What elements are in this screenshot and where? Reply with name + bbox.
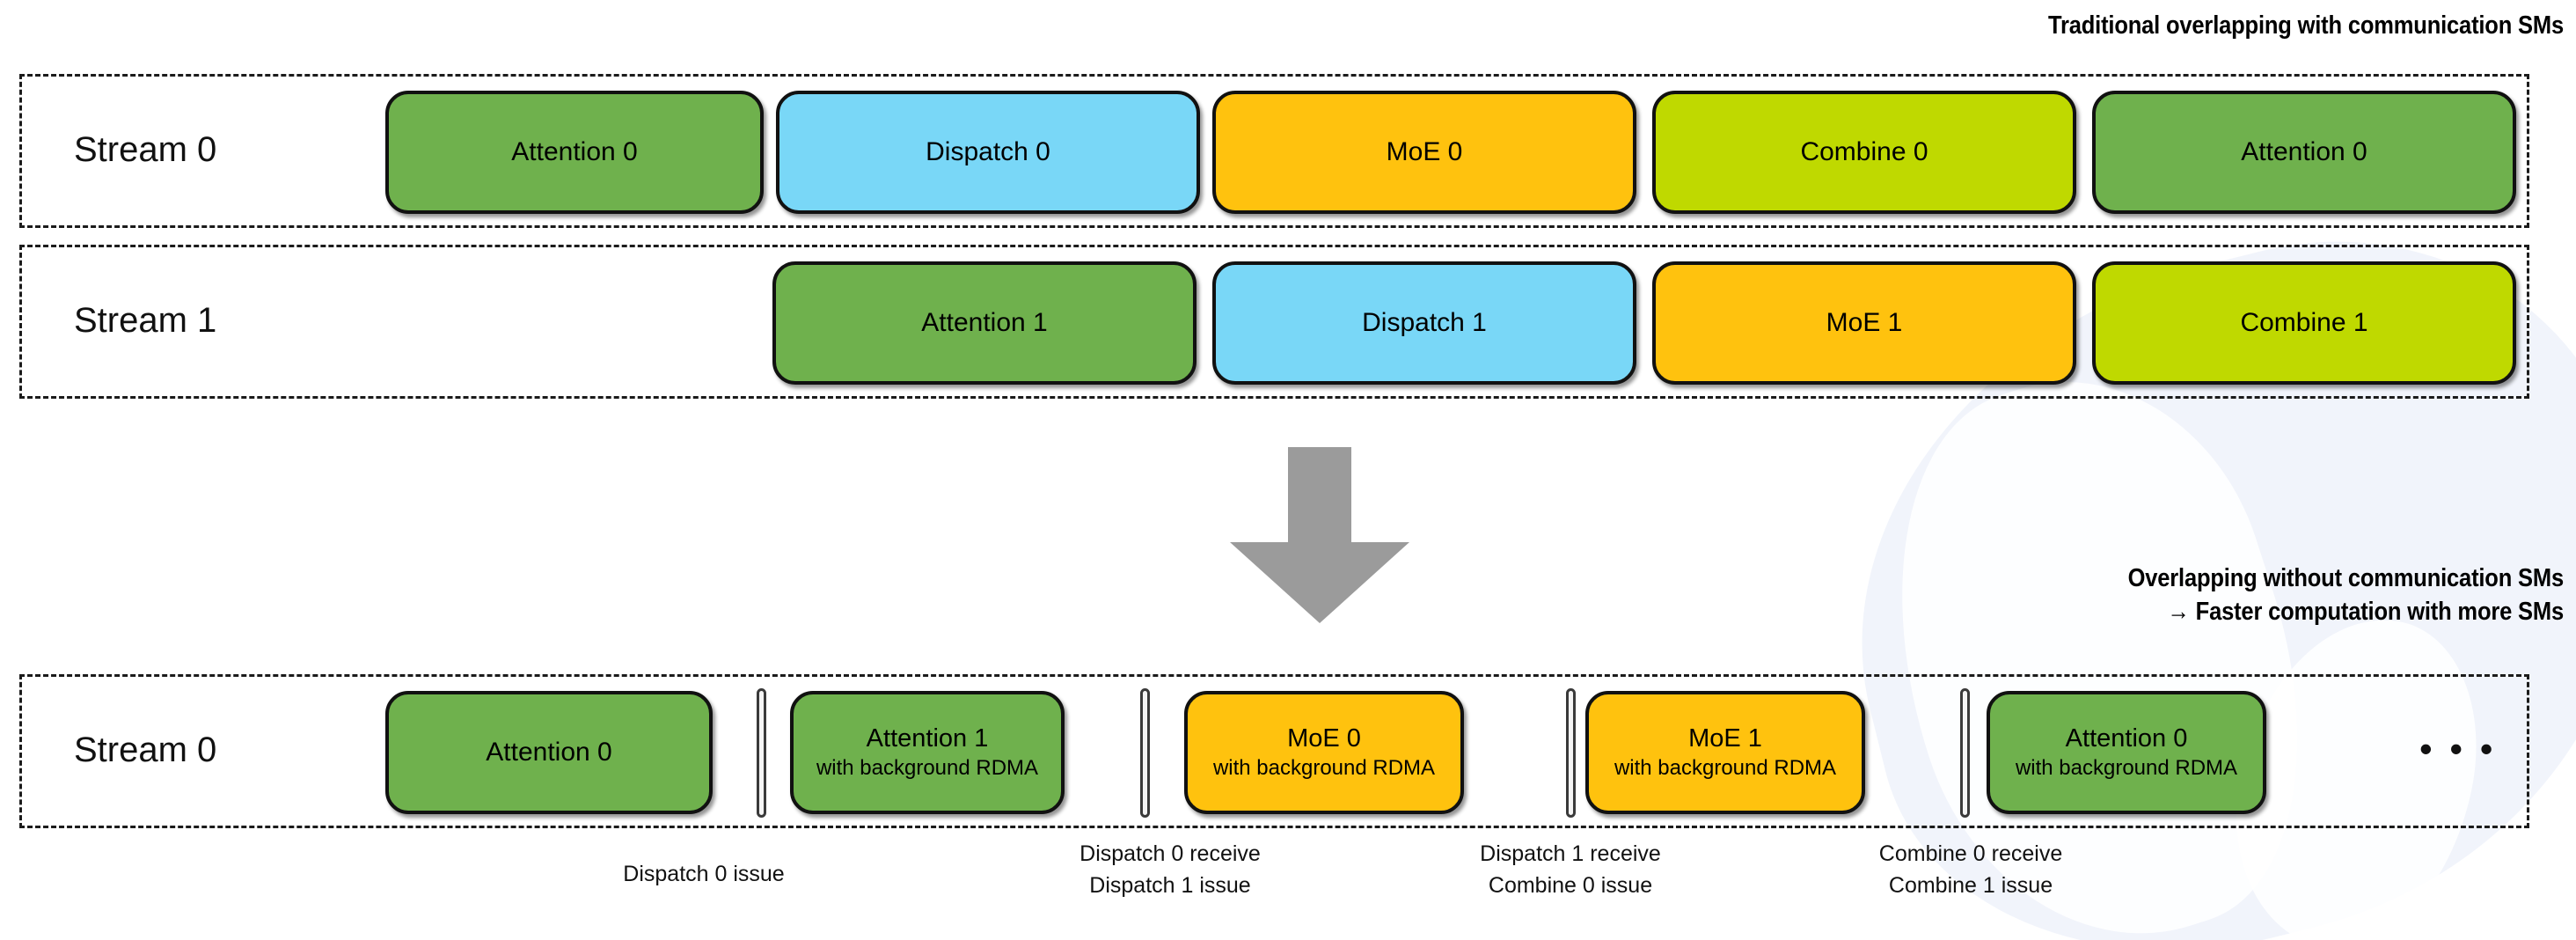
block-subtitle: with background RDMA (1614, 756, 1837, 781)
lane-label-stream-0-fused: Stream 0 (74, 731, 217, 769)
block-title: MoE 0 (1386, 137, 1463, 167)
block-subtitle: with background RDMA (2015, 756, 2238, 781)
block-subtitle: with background RDMA (1212, 756, 1436, 781)
fused-block-attention-0-repeat[interactable]: Attention 0 with background RDMA (1987, 691, 2266, 814)
block-title: Attention 0 (2241, 137, 2367, 167)
lane-label-stream-1-traditional: Stream 1 (74, 301, 217, 340)
block-title: Attention 0 (486, 738, 612, 767)
down-arrow-icon (1230, 447, 1409, 623)
kernel-separator-1 (757, 688, 766, 818)
lane-stream-1-traditional (19, 245, 2529, 399)
block-attention-0-repeat-s0[interactable]: Attention 0 (2092, 91, 2516, 214)
lane-label-stream-0-traditional: Stream 0 (74, 130, 217, 169)
annotation-dispatch-0-issue: Dispatch 0 issue (623, 862, 785, 886)
block-title: Attention 1 (921, 308, 1048, 338)
block-title: Attention 0 (2065, 723, 2188, 753)
annotation-dispatch-0-receive: Dispatch 0 receive Dispatch 1 issue (1079, 841, 1261, 899)
block-moe-1-s1[interactable]: MoE 1 (1652, 261, 2076, 385)
block-title: Dispatch 0 (926, 137, 1050, 167)
block-title: Combine 1 (2240, 308, 2368, 338)
block-attention-1-s1[interactable]: Attention 1 (772, 261, 1197, 385)
kernel-separator-3 (1566, 688, 1576, 818)
block-title: MoE 1 (1826, 308, 1903, 338)
block-moe-0-s0[interactable]: MoE 0 (1212, 91, 1636, 214)
fused-block-moe-1[interactable]: MoE 1 with background RDMA (1585, 691, 1865, 814)
lane-stream-0-fused (19, 674, 2529, 828)
block-combine-1-s1[interactable]: Combine 1 (2092, 261, 2516, 385)
block-title: Attention 0 (511, 137, 638, 167)
continuation-ellipsis-icon: • • • (2419, 728, 2497, 769)
fused-block-attention-0[interactable]: Attention 0 (385, 691, 713, 814)
block-title: Attention 1 (866, 723, 989, 753)
annotation-combine-0-receive: Combine 0 receive Combine 1 issue (1878, 841, 2063, 899)
fused-block-attention-1[interactable]: Attention 1 with background RDMA (790, 691, 1065, 814)
block-title: MoE 1 (1688, 723, 1762, 753)
transition-arrow (1223, 447, 1416, 623)
block-title: Dispatch 1 (1362, 308, 1487, 338)
kernel-separator-4 (1960, 688, 1970, 818)
fused-heading: Overlapping without communication SMs → … (2127, 564, 2565, 627)
fused-block-moe-0[interactable]: MoE 0 with background RDMA (1184, 691, 1464, 814)
block-subtitle: with background RDMA (816, 756, 1039, 781)
block-attention-0-s0[interactable]: Attention 0 (385, 91, 764, 214)
block-title: MoE 0 (1287, 723, 1361, 753)
traditional-heading: Traditional overlapping with communicati… (2047, 11, 2564, 40)
lane-stream-0-traditional (19, 74, 2529, 228)
block-combine-0-s0[interactable]: Combine 0 (1652, 91, 2076, 214)
block-dispatch-0-s0[interactable]: Dispatch 0 (776, 91, 1200, 214)
annotation-dispatch-1-receive: Dispatch 1 receive Combine 0 issue (1480, 841, 1661, 899)
block-dispatch-1-s1[interactable]: Dispatch 1 (1212, 261, 1636, 385)
kernel-separator-2 (1140, 688, 1150, 818)
block-title: Combine 0 (1800, 137, 1928, 167)
